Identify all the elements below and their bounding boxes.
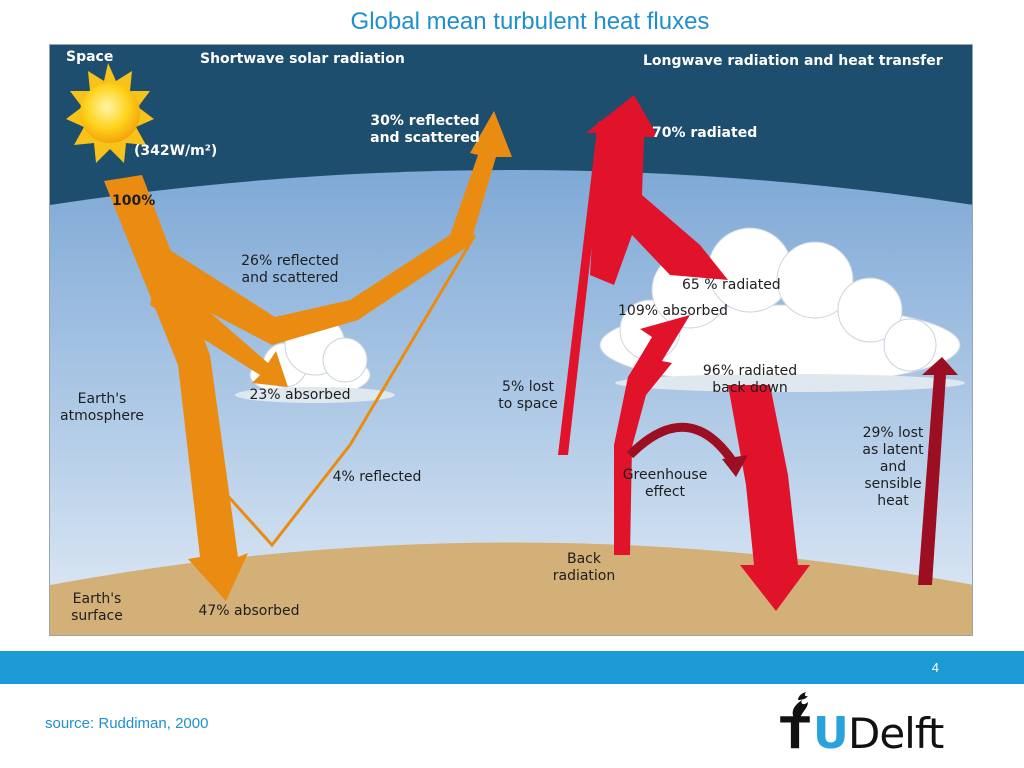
space-label: Space bbox=[66, 49, 114, 65]
shortwave-flux-arrows bbox=[104, 111, 512, 601]
greenhouse-label: Greenhouse effect bbox=[622, 467, 708, 500]
longwave-heading: Longwave radiation and heat transfer bbox=[643, 53, 943, 69]
reflected-26-label: 26% reflected and scattered bbox=[241, 253, 339, 286]
flame-icon bbox=[792, 692, 808, 718]
absorbed-23-label: 23% absorbed bbox=[249, 387, 351, 403]
radiated-96-label: 96% radiated back down bbox=[702, 363, 798, 396]
solar-input-label: (342W/m²) bbox=[134, 143, 218, 159]
shortwave-heading: Shortwave solar radiation bbox=[200, 51, 405, 67]
back-radiation-label: Back radiation bbox=[552, 551, 616, 584]
sun-icon bbox=[66, 63, 154, 163]
energy-balance-diagram: Space Shortwave solar radiation Longwave… bbox=[49, 44, 973, 636]
logo-t: T bbox=[780, 708, 811, 759]
radiated-65-label: 65 % radiated bbox=[682, 277, 781, 293]
reflected-30-label: 30% reflected and scattered bbox=[370, 113, 480, 146]
incoming-100-label: 100% bbox=[112, 193, 156, 209]
logo-delft: Delft bbox=[848, 709, 944, 758]
source-citation: source: Ruddiman, 2000 bbox=[45, 715, 209, 732]
lost-29-label: 29% lost as latent and sensible heat bbox=[862, 425, 924, 509]
diagram-canvas bbox=[50, 45, 972, 635]
absorbed-47-label: 47% absorbed bbox=[198, 603, 300, 619]
lost-5-label: 5% lost to space bbox=[498, 379, 558, 412]
slide-title: Global mean turbulent heat fluxes bbox=[350, 8, 710, 35]
page-number: 4 bbox=[931, 660, 939, 675]
longwave-flux-arrows bbox=[554, 95, 958, 611]
reflected-4-label: 4% reflected bbox=[332, 469, 422, 485]
footer-band: 4 bbox=[0, 651, 1024, 684]
absorbed-109-label: 109% absorbed bbox=[618, 303, 728, 319]
radiated-70-label: 70% radiated bbox=[652, 125, 758, 141]
surface-label: Earth's surface bbox=[71, 591, 123, 624]
logo-u: U bbox=[813, 708, 849, 759]
atmosphere-label: Earth's atmosphere bbox=[60, 391, 144, 424]
tudelft-logo: T U Delft bbox=[778, 690, 944, 760]
